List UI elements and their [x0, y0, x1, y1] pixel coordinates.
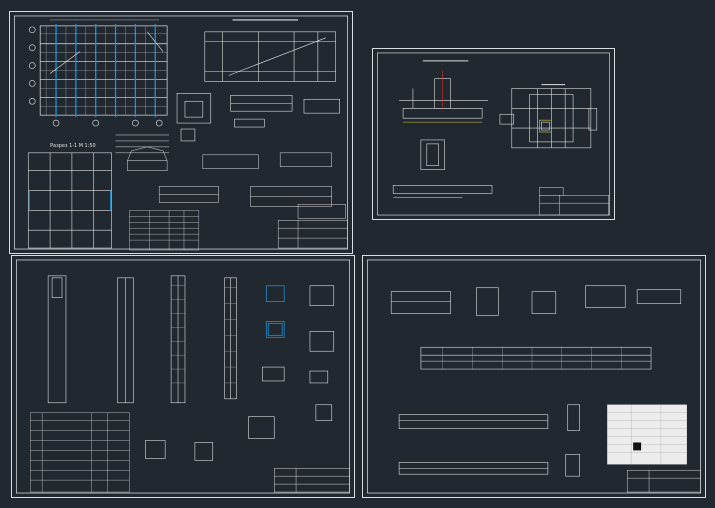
title-block — [626, 469, 701, 493]
section-drawing — [27, 152, 112, 249]
foundation-plan — [499, 84, 598, 149]
title-block — [277, 204, 348, 249]
column-sections — [265, 285, 285, 338]
title-block — [539, 187, 609, 216]
drawing-sheet-1[interactable]: Разрез 1-1 М 1:50 — [9, 11, 353, 254]
drawing-sheet-3[interactable] — [11, 255, 355, 498]
beam-elevation — [204, 19, 337, 82]
sheet-1-canvas: Разрез 1-1 М 1:50 — [13, 15, 349, 251]
sheet-3-canvas — [15, 259, 351, 494]
beam-details — [390, 285, 682, 475]
spec-table — [129, 210, 200, 251]
foundation-section — [399, 60, 489, 119]
rebar-table — [30, 412, 130, 493]
title-block — [273, 467, 350, 493]
spec-table — [607, 404, 687, 465]
column-elevations — [47, 275, 237, 404]
drawing-sheet-2[interactable] — [372, 48, 615, 220]
sheet-2-canvas — [377, 52, 610, 216]
drawing-sheet-4[interactable] — [362, 255, 706, 498]
sheet-4-canvas — [366, 259, 702, 494]
section-title: Разрез 1-1 М 1:50 — [50, 143, 96, 149]
